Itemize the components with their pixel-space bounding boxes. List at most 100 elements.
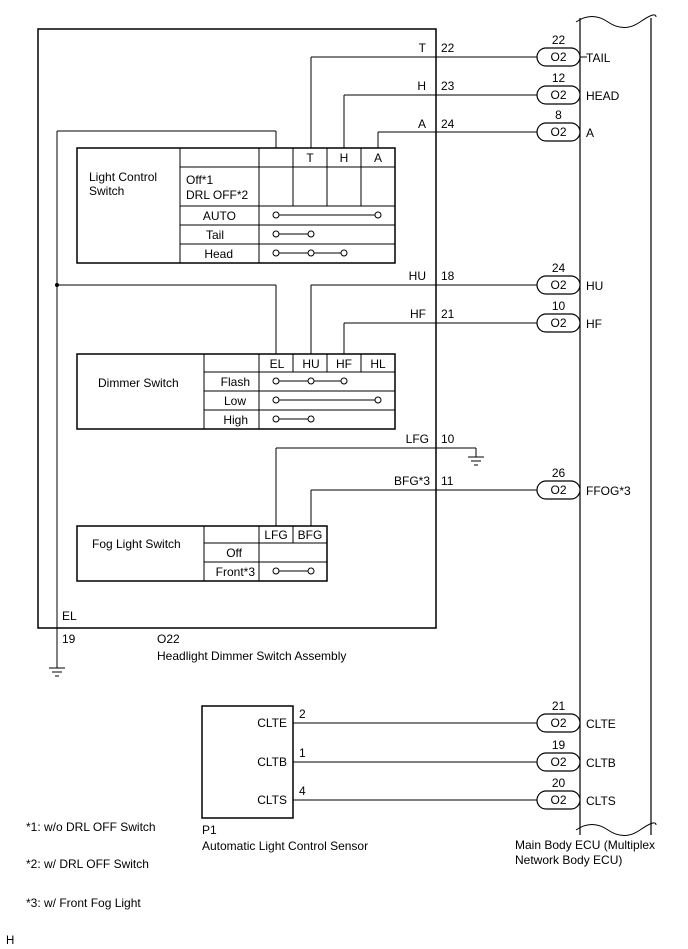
headlight-dimmer-switch-assembly: EL 19 O22 Headlight Dimmer Switch Assemb… bbox=[37, 28, 437, 663]
assembly-name: Headlight Dimmer Switch Assembly bbox=[157, 649, 346, 663]
connector-cltb: O2 19 CLTB bbox=[536, 738, 616, 772]
connector-clte: O2 21 CLTE bbox=[536, 699, 616, 733]
footnote-1: *1: w/o DRL OFF Switch bbox=[26, 820, 156, 834]
connector-pin: 22 bbox=[552, 33, 566, 47]
connector-clts: O2 20 CLTS bbox=[536, 776, 616, 810]
connector-code: O2 bbox=[550, 316, 566, 330]
footnote-2: *2: w/ DRL OFF Switch bbox=[26, 857, 149, 871]
connector-pin: 12 bbox=[552, 71, 566, 85]
connector-code: O2 bbox=[550, 483, 566, 497]
assembly-ground-terminal-pin: 19 bbox=[62, 632, 76, 646]
connector-signal: CLTS bbox=[586, 794, 616, 808]
connector-a: O2 8 A bbox=[536, 108, 594, 142]
ds-col-hu: HU bbox=[302, 357, 319, 371]
footnotes: *1: w/o DRL OFF Switch *2: w/ DRL OFF Sw… bbox=[6, 820, 156, 947]
connector-head: O2 12 HEAD bbox=[536, 71, 620, 105]
wire-labels: T 22 H 23 A 24 HU 18 HF 21 LFG 10 BFG*3 … bbox=[394, 41, 455, 488]
wire-pin-lfg: 10 bbox=[441, 432, 455, 446]
corner-mark: H bbox=[6, 935, 14, 947]
ground-symbol bbox=[49, 667, 65, 677]
automatic-light-control-sensor: CLTE CLTB CLTS 2 1 4 P1 Automatic Light … bbox=[201, 705, 537, 853]
dimmer-switch: Dimmer Switch EL HU HF HL Flash Low High bbox=[76, 353, 396, 430]
lcs-col-t: T bbox=[306, 151, 314, 165]
wire-name-bfg: BFG*3 bbox=[394, 474, 430, 488]
lcs-row-off-line1: Off*1 bbox=[186, 173, 213, 187]
connector-signal: TAIL bbox=[586, 51, 611, 65]
connector-code: O2 bbox=[550, 716, 566, 730]
connector-signal: CLTB bbox=[586, 756, 616, 770]
ds-col-el: EL bbox=[270, 357, 285, 371]
connector-code: O2 bbox=[550, 88, 566, 102]
lcs-row-head: Head bbox=[204, 247, 233, 261]
lcs-row-off-line2: DRL OFF*2 bbox=[186, 188, 249, 202]
wire-pin-hf: 21 bbox=[441, 307, 455, 321]
fog-light-switch-title: Fog Light Switch bbox=[92, 537, 181, 551]
main-body-ecu: Main Body ECU (Multiplex Network Body EC… bbox=[515, 14, 657, 867]
connector-pin: 24 bbox=[552, 261, 566, 275]
light-control-switch-title-line1: Light Control bbox=[89, 170, 157, 184]
sensor-pin-clte: 2 bbox=[299, 707, 306, 721]
connector-pin: 8 bbox=[555, 108, 562, 122]
connector-pin: 20 bbox=[552, 776, 566, 790]
light-control-switch: Light Control Switch T H A Off*1 DRL OFF… bbox=[76, 147, 396, 264]
connector-tail: O2 22 TAIL bbox=[536, 33, 611, 67]
connector-code: O2 bbox=[550, 125, 566, 139]
sensor-pin-cltb: 1 bbox=[299, 746, 306, 760]
ds-row-high: High bbox=[223, 413, 248, 427]
connector-pin: 19 bbox=[552, 738, 566, 752]
assembly-code: O22 bbox=[157, 632, 180, 646]
sensor-name: Automatic Light Control Sensor bbox=[202, 839, 368, 853]
internal-wiring bbox=[55, 56, 537, 668]
wire-pin-bfg: 11 bbox=[441, 474, 454, 488]
assembly-ground-terminal-name: EL bbox=[62, 609, 77, 623]
wire-pin-hu: 18 bbox=[441, 269, 455, 283]
ds-row-low: Low bbox=[224, 394, 246, 408]
connector-signal: CLTE bbox=[586, 717, 616, 731]
sensor-terminal-clts: CLTS bbox=[257, 793, 287, 807]
connector-hf: O2 10 HF bbox=[536, 299, 602, 333]
dimmer-switch-title: Dimmer Switch bbox=[98, 376, 179, 390]
sensor-pin-clts: 4 bbox=[299, 784, 306, 798]
lcs-col-h: H bbox=[340, 151, 349, 165]
ecu-name-line2: Network Body ECU) bbox=[515, 853, 622, 867]
sensor-terminal-cltb: CLTB bbox=[257, 755, 287, 769]
fls-row-front: Front*3 bbox=[216, 565, 256, 579]
lcs-row-tail: Tail bbox=[206, 228, 224, 242]
wire-name-hf: HF bbox=[410, 307, 426, 321]
fls-row-off: Off bbox=[226, 546, 242, 560]
footnote-3: *3: w/ Front Fog Light bbox=[26, 896, 141, 910]
connector-code: O2 bbox=[550, 755, 566, 769]
wire-name-lfg: LFG bbox=[406, 432, 429, 446]
ecu-name-line1: Main Body ECU (Multiplex bbox=[515, 838, 655, 852]
wire-pin-a: 24 bbox=[441, 117, 455, 131]
connector-ffog: O2 26 FFOG*3 bbox=[536, 466, 631, 500]
connector-signal: HU bbox=[586, 279, 603, 293]
ground-symbol bbox=[468, 456, 484, 466]
sensor-terminal-clte: CLTE bbox=[257, 716, 287, 730]
connector-signal: FFOG*3 bbox=[586, 484, 631, 498]
connector-signal: A bbox=[586, 126, 594, 140]
connector-code: O2 bbox=[550, 278, 566, 292]
wire-name-h: H bbox=[417, 79, 426, 93]
fls-col-lfg: LFG bbox=[264, 528, 287, 542]
connector-signal: HEAD bbox=[586, 89, 620, 103]
connector-pin: 26 bbox=[552, 466, 566, 480]
connector-code: O2 bbox=[550, 793, 566, 807]
fog-light-switch: Fog Light Switch LFG BFG Off Front*3 bbox=[76, 525, 328, 582]
wire-pin-h: 23 bbox=[441, 79, 455, 93]
connector-pin: 10 bbox=[552, 299, 566, 313]
ecu-connectors: O2 22 TAIL O2 12 HEAD O2 8 A O2 24 HU O2… bbox=[536, 33, 631, 810]
light-control-switch-title-line2: Switch bbox=[89, 184, 124, 198]
ds-col-hl: HL bbox=[370, 357, 386, 371]
lcs-col-a: A bbox=[374, 151, 382, 165]
ds-row-flash: Flash bbox=[221, 375, 250, 389]
wire-pin-t: 22 bbox=[441, 41, 455, 55]
lcs-row-auto: AUTO bbox=[203, 209, 236, 223]
connector-hu: O2 24 HU bbox=[536, 261, 603, 295]
fls-col-bfg: BFG bbox=[298, 528, 323, 542]
wire-name-a: A bbox=[418, 117, 426, 131]
wire-name-t: T bbox=[419, 41, 427, 55]
sensor-code: P1 bbox=[202, 823, 217, 837]
wire-name-hu: HU bbox=[409, 269, 426, 283]
